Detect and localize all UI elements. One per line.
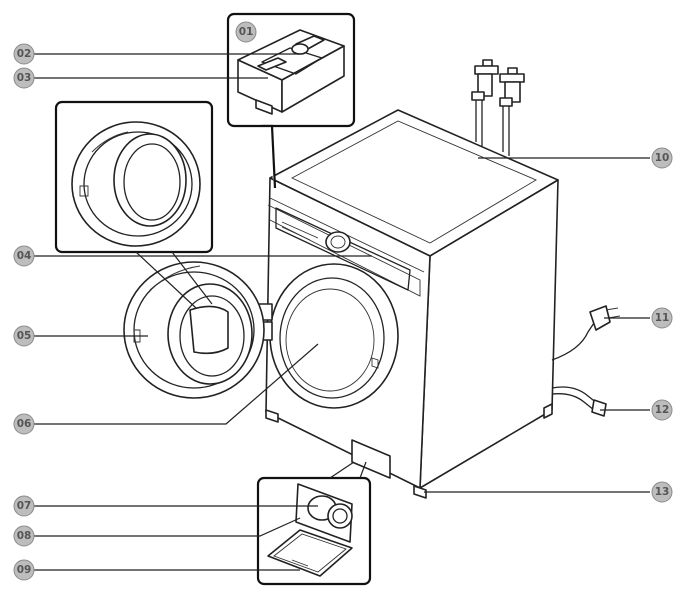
callout-08: 08 bbox=[13, 525, 35, 547]
open-door bbox=[123, 261, 265, 399]
filter-closeup-inset bbox=[256, 461, 372, 586]
callout-04: 04 bbox=[13, 245, 35, 267]
callout-11: 11 bbox=[651, 307, 673, 329]
leader-lines bbox=[34, 53, 650, 571]
callout-04-label: 04 bbox=[17, 250, 32, 262]
detergent-drawer-inset bbox=[226, 12, 356, 189]
callout-13-label: 13 bbox=[655, 486, 670, 498]
door-closeup-inset bbox=[54, 100, 214, 309]
callout-13: 13 bbox=[651, 481, 673, 503]
callout-11-label: 11 bbox=[655, 312, 670, 324]
callout-01: 01 bbox=[235, 21, 257, 43]
drain-hose bbox=[551, 386, 607, 417]
power-cord bbox=[551, 305, 621, 361]
callout-06-label: 06 bbox=[17, 418, 32, 430]
callout-02: 02 bbox=[13, 43, 35, 65]
callout-08-label: 08 bbox=[17, 530, 32, 542]
filter-cover bbox=[351, 439, 391, 479]
callout-06: 06 bbox=[13, 413, 35, 435]
callout-09: 09 bbox=[13, 559, 35, 581]
callout-09-label: 09 bbox=[17, 564, 32, 576]
callout-07-label: 07 bbox=[17, 500, 32, 512]
callout-07: 07 bbox=[13, 495, 35, 517]
callout-12-label: 12 bbox=[655, 404, 670, 416]
water-taps bbox=[471, 59, 525, 107]
callout-05-label: 05 bbox=[17, 330, 32, 342]
callout-12: 12 bbox=[651, 399, 673, 421]
inlet-hoses bbox=[475, 100, 510, 156]
callout-10-label: 10 bbox=[655, 152, 670, 164]
callout-05: 05 bbox=[13, 325, 35, 347]
drum bbox=[269, 263, 399, 409]
callout-03: 03 bbox=[13, 67, 35, 89]
callout-01-label: 01 bbox=[239, 26, 254, 38]
callout-03-label: 03 bbox=[17, 72, 32, 84]
callout-10: 10 bbox=[651, 147, 673, 169]
callout-02-label: 02 bbox=[17, 48, 32, 60]
